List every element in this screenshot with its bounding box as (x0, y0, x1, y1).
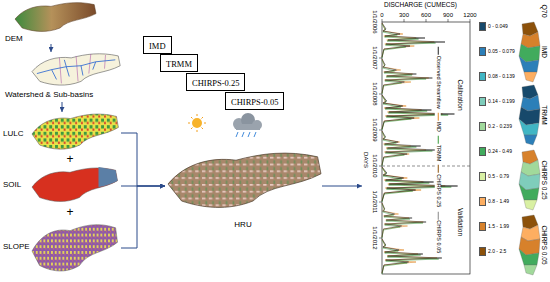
chart-legend-entry: IMD (435, 113, 441, 132)
node-label: SOIL (3, 181, 21, 189)
chart-legend-entry: CHIRPS 0.25 (435, 165, 441, 207)
node-label: CHIRPS-0.25 (192, 78, 239, 88)
axis-label: 1/1/2011 (372, 191, 378, 214)
legend-text: 1.5 - 1.99 (488, 224, 509, 229)
legend-text: 0.05 - 0.079 (488, 49, 515, 54)
rainfall-box: CHIRPS-0.25 (186, 73, 245, 91)
chart-legend: Observed StreamflowIMD TRMM CHIRPS 0.25CHI… (435, 45, 441, 256)
rainfall-box: CHIRPS-0.05 (225, 92, 284, 110)
legend-text: 0.2 - 0.239 (488, 124, 512, 129)
legend-text: CHIRPS 0.05 (435, 220, 441, 253)
node-label: TRMM (166, 59, 192, 69)
chart-node: DISCHARGE (CUMECS) (362, 2, 480, 280)
legend-swatch (479, 172, 486, 181)
hydrograph (379, 19, 470, 274)
rainfall-box: TRMM (160, 54, 198, 72)
axis-label: 1/1/2006 (372, 10, 378, 33)
lulc-node: LULC (3, 112, 121, 154)
legend-swatch (479, 222, 486, 231)
legend-text: 0.14 - 0.199 (488, 99, 515, 104)
legend-text: 2.0 - 2.5 (488, 249, 506, 254)
axis-label: 1/1/2010 (372, 154, 378, 177)
axis-label: DAYS (363, 152, 369, 168)
legend-line-sample (438, 165, 439, 173)
text-label: 600 (421, 12, 431, 18)
hru-image (168, 153, 321, 207)
text-label: 1200 (463, 12, 476, 18)
rain-cloud-icon (233, 113, 262, 137)
flow-arrow (322, 186, 362, 187)
legend-line-sample (438, 47, 439, 55)
hru-node: HRU (165, 140, 322, 232)
chart-legend-entry: CHIRPS 0.05 (435, 211, 441, 253)
chart-legend-entry: TRMM (435, 136, 441, 162)
legend-text: TRMM (435, 145, 441, 162)
text-label: + (66, 153, 73, 165)
dem-image (15, 3, 96, 32)
flow-arrow (121, 133, 165, 186)
node-label: SLOPE (3, 243, 30, 251)
chart-legend-entry: Observed Streamflow (435, 47, 441, 109)
legend-swatch (479, 247, 486, 256)
axis-label: Calibration (457, 78, 464, 111)
legend-text: 0.8 - 1.49 (488, 199, 509, 204)
node-label: DISCHARGE (CUMECS) (384, 2, 457, 9)
node-label: HRU (234, 221, 251, 229)
legend-text: CHIRPS 0.25 (435, 174, 441, 207)
dem-node: DEM (3, 2, 99, 44)
node-label: LULC (3, 130, 23, 138)
soil-node: SOIL (3, 166, 121, 206)
flow-arrow (121, 186, 165, 248)
node-label: IMD (149, 41, 166, 51)
legend-text: 0.24 - 0.49 (488, 149, 512, 154)
legend-text: 0.08 - 0.139 (488, 74, 515, 79)
legend-line-sample (438, 113, 439, 121)
axis-label: CHIRPS 0.25 (541, 160, 548, 199)
legend-line-sample (438, 136, 439, 144)
legend-text: 0.5 - 0.79 (488, 174, 509, 179)
watershed-image (32, 54, 120, 85)
flow-arrow (51, 44, 52, 52)
sun-icon (188, 114, 206, 132)
legend-text: Observed Streamflow (435, 56, 441, 109)
flow-arrow (62, 102, 63, 112)
lulc-image (32, 114, 118, 149)
text-label: + (66, 206, 73, 218)
axis-label: TRMM (541, 105, 548, 125)
legend-swatch (479, 197, 486, 206)
node-label: DEM (5, 35, 23, 43)
legend-line-sample (438, 211, 439, 219)
rainfall-box: IMD (143, 36, 172, 54)
legend-swatch (479, 97, 486, 106)
legend-text: IMD (435, 122, 441, 132)
slope-image (32, 225, 118, 271)
legend-swatch (479, 72, 486, 81)
axis-label: 1/1/2012 (372, 226, 378, 249)
text-label: 0 (380, 12, 383, 18)
legend-swatch (479, 47, 486, 56)
axis-label: 1/1/2008 (372, 82, 378, 105)
axis-label: CHIRPS 0.05 (541, 225, 548, 264)
legend-text: 0 - 0.049 (488, 24, 508, 29)
axis-label: Q70 (541, 4, 548, 17)
text-label: 300 (399, 12, 409, 18)
axis-label: IMD (541, 46, 548, 58)
slope-node: SLOPE (3, 220, 121, 276)
legend-swatch (479, 22, 486, 31)
axis-label: Validation (457, 207, 464, 237)
watershed-node: Watershed & Sub-basins (3, 52, 123, 102)
node-label: CHIRPS-0.05 (231, 97, 278, 107)
axis-label: 1/1/2009 (372, 118, 378, 141)
node-label: Watershed & Sub-basins (5, 91, 93, 99)
legend-swatch (479, 122, 486, 131)
legend-swatch (479, 147, 486, 156)
text-label: 900 (443, 12, 453, 18)
axis-label: 1/1/2007 (372, 46, 378, 69)
streamflow-maps (519, 22, 540, 275)
soil-image (32, 167, 118, 201)
